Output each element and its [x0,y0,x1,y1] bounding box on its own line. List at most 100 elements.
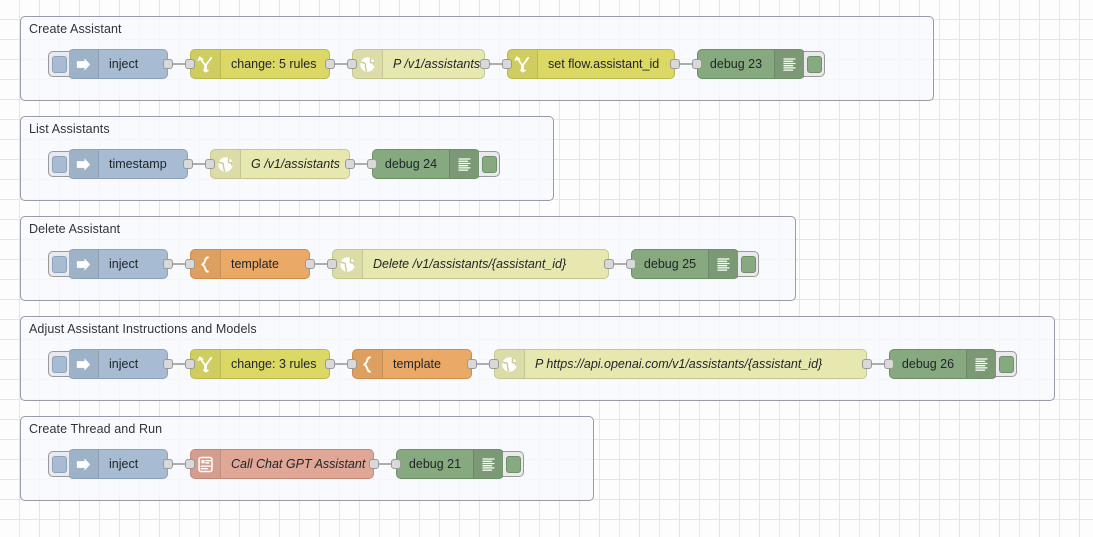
node-debug-3[interactable]: debug 25 [631,249,759,279]
node-input-port[interactable] [347,59,357,69]
node-output-port[interactable] [163,359,173,369]
node-inject-0[interactable]: inject [48,449,168,479]
http-node[interactable]: P /v1/assistants [352,49,485,79]
node-template-2[interactable]: template [352,349,472,379]
flow-wire[interactable] [489,63,503,65]
node-http-2[interactable]: P /v1/assistants [352,49,485,79]
flow-wire[interactable] [172,263,186,265]
node-output-port[interactable] [369,459,379,469]
change-node[interactable]: set flow.assistant_id [507,49,675,79]
flow-wire[interactable] [172,463,186,465]
inject-trigger-button[interactable] [48,451,69,477]
node-input-port[interactable] [502,59,512,69]
flow-wire[interactable] [314,263,328,265]
flow-wire[interactable] [871,363,885,365]
node-output-port[interactable] [183,159,193,169]
node-output-port[interactable] [862,359,872,369]
http-node[interactable]: Delete /v1/assistants/{assistant_id} [332,249,609,279]
template-node[interactable]: template [190,249,310,279]
node-inject-0[interactable]: inject [48,49,168,79]
inject-trigger-button[interactable] [48,251,69,277]
node-change-3[interactable]: set flow.assistant_id [507,49,675,79]
flow-wire[interactable] [172,63,186,65]
node-inject-0[interactable]: inject [48,349,168,379]
debug-node[interactable]: debug 21 [396,449,504,479]
inject-trigger-button[interactable] [48,151,69,177]
inject-node[interactable]: inject [68,449,168,479]
node-http-1[interactable]: G /v1/assistants [210,149,350,179]
inject-node[interactable]: inject [68,349,168,379]
node-output-port[interactable] [163,459,173,469]
flow-wire[interactable] [192,163,206,165]
debug-toggle-button[interactable] [996,351,1017,377]
flow-wire[interactable] [354,163,368,165]
flow-wire[interactable] [613,263,627,265]
debug-toggle-button[interactable] [738,251,759,277]
node-input-port[interactable] [692,59,702,69]
debug-node[interactable]: debug 24 [372,149,480,179]
node-output-port[interactable] [467,359,477,369]
node-input-port[interactable] [185,459,195,469]
http-node[interactable]: G /v1/assistants [210,149,350,179]
inject-trigger-button[interactable] [48,51,69,77]
node-debug-4[interactable]: debug 26 [889,349,1017,379]
flow-group-adjust-assistant[interactable]: Adjust Assistant Instructions and Models… [20,316,1055,401]
node-debug-2[interactable]: debug 24 [372,149,500,179]
template-node[interactable]: template [352,349,472,379]
node-output-port[interactable] [163,59,173,69]
flow-wire[interactable] [378,463,392,465]
flow-wire[interactable] [334,363,348,365]
flow-wire[interactable] [679,63,693,65]
node-input-port[interactable] [185,259,195,269]
node-output-port[interactable] [325,359,335,369]
node-output-port[interactable] [325,59,335,69]
node-input-port[interactable] [391,459,401,469]
flow-wire[interactable] [476,363,490,365]
node-input-port[interactable] [489,359,499,369]
node-input-port[interactable] [884,359,894,369]
node-inject-0[interactable]: timestamp [48,149,188,179]
node-output-port[interactable] [604,259,614,269]
node-template-1[interactable]: template [190,249,310,279]
chatgpt-node[interactable]: Call Chat GPT Assistant [190,449,374,479]
node-chatgpt-1[interactable]: Call Chat GPT Assistant [190,449,374,479]
debug-toggle-button[interactable] [804,51,825,77]
node-output-port[interactable] [480,59,490,69]
debug-toggle-button[interactable] [479,151,500,177]
node-change-1[interactable]: change: 5 rules [190,49,330,79]
flow-wire[interactable] [172,363,186,365]
debug-node[interactable]: debug 26 [889,349,997,379]
node-output-port[interactable] [670,59,680,69]
http-node[interactable]: P https://api.openai.com/v1/assistants/{… [494,349,867,379]
node-output-port[interactable] [163,259,173,269]
node-debug-2[interactable]: debug 21 [396,449,524,479]
node-input-port[interactable] [205,159,215,169]
node-output-port[interactable] [305,259,315,269]
inject-node[interactable]: timestamp [68,149,188,179]
change-node[interactable]: change: 3 rules [190,349,330,379]
node-http-2[interactable]: Delete /v1/assistants/{assistant_id} [332,249,609,279]
debug-node[interactable]: debug 23 [697,49,805,79]
node-input-port[interactable] [367,159,377,169]
node-input-port[interactable] [327,259,337,269]
flow-wire[interactable] [334,63,348,65]
inject-node[interactable]: inject [68,249,168,279]
node-input-port[interactable] [185,59,195,69]
node-input-port[interactable] [185,359,195,369]
inject-trigger-button[interactable] [48,351,69,377]
node-http-3[interactable]: P https://api.openai.com/v1/assistants/{… [494,349,867,379]
node-input-port[interactable] [626,259,636,269]
node-change-1[interactable]: change: 3 rules [190,349,330,379]
node-input-port[interactable] [347,359,357,369]
debug-toggle-button[interactable] [503,451,524,477]
node-debug-4[interactable]: debug 23 [697,49,825,79]
inject-node[interactable]: inject [68,49,168,79]
debug-node[interactable]: debug 25 [631,249,739,279]
change-node[interactable]: change: 5 rules [190,49,330,79]
node-inject-0[interactable]: inject [48,249,168,279]
